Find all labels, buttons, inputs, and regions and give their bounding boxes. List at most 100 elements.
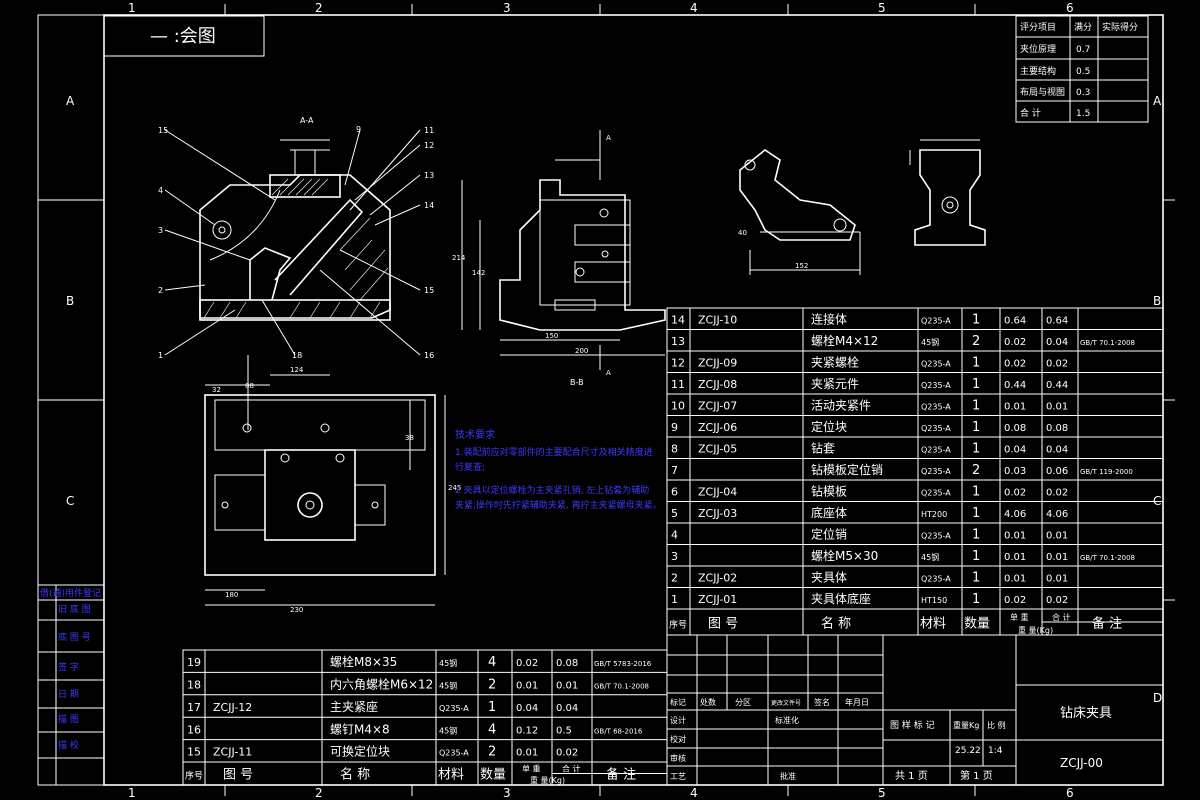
section-a-label: A-A [300, 116, 314, 125]
bom-cell-no: 9 [671, 421, 678, 434]
zone-row-b: B [66, 294, 74, 308]
bom-cell-unit: 0.02 [1004, 595, 1026, 606]
bom-header-code: 图 号 [708, 617, 738, 632]
bom-cell-mat: HT150 [921, 596, 947, 605]
bom-cell-code: ZCJJ-04 [698, 485, 737, 498]
scoring-full: 0.7 [1076, 45, 1090, 55]
bom-cell-no: 18 [187, 679, 201, 692]
bom-cell-qty: 1 [972, 441, 980, 456]
bom-cell-name: 底座体 [811, 505, 847, 520]
approve-label: 批准 [780, 771, 796, 781]
svg-text:A: A [606, 134, 611, 142]
bom-cell-name: 钻套 [811, 440, 835, 455]
bom-cell-name: 定位销 [811, 526, 847, 541]
bom-cell-qty: 1 [972, 570, 980, 585]
bom-cell-no: 11 [671, 378, 685, 391]
zone-col-6: 6 [1066, 1, 1074, 15]
bom-cell-qty: 1 [972, 484, 980, 499]
bom-cell-total: 0.02 [1046, 358, 1068, 369]
bom-cell-code: ZCJJ-03 [698, 507, 737, 520]
bom-cell-mat: 45钢 [921, 552, 939, 562]
bom-cell-total: 0.08 [556, 658, 578, 669]
bom-cell-no: 6 [671, 485, 678, 498]
bom-cell-no: 16 [187, 723, 201, 736]
bom-cell-no: 4 [671, 528, 678, 541]
zone-row-a-right: A [1153, 94, 1162, 108]
bom-cell-no: 1 [671, 593, 678, 606]
bom-cell-code: ZCJJ-08 [698, 378, 737, 391]
bom-header-qty: 数量 [964, 617, 990, 632]
bom-cell-name: 螺栓M5×30 [811, 548, 878, 563]
zone-row-b-right: B [1153, 294, 1161, 308]
bom-cell-name: 夹具体 [811, 570, 847, 584]
zone-col-5: 5 [878, 1, 886, 15]
bom-cell-unit: 0.01 [1004, 401, 1026, 412]
svg-text:14: 14 [424, 201, 434, 210]
scoring-full: 0.5 [1076, 67, 1090, 77]
bom-cell-mat: Q235-A [921, 359, 951, 368]
scoring-header-item: 评分项目 [1020, 22, 1056, 33]
rev-header: 签名 [814, 697, 830, 707]
bom-cell-name: 夹具体底座 [811, 591, 871, 606]
svg-text:15: 15 [158, 126, 168, 135]
scoring-table: 评分项目 满分 实际得分 夹位原理 0.7 主要结构 0.5 布局与视图 0.3… [1015, 15, 1149, 123]
strip-label: 旧 底 图 [58, 603, 91, 615]
strip-label: 描 图 [58, 713, 79, 725]
weight-label: 重量Kg [953, 720, 979, 730]
bom-cell-total: 0.04 [556, 703, 578, 714]
svg-text:16: 16 [424, 351, 434, 360]
bom-cell-mat: Q235-A [921, 467, 951, 476]
svg-text:150: 150 [545, 332, 558, 340]
bom-cell-note: GB/T 70.1-2008 [1080, 339, 1135, 347]
zone-col-5-bottom: 5 [878, 786, 886, 800]
bom-cell-code: ZCJJ-06 [698, 421, 737, 434]
bom-cell-qty: 1 [972, 592, 980, 607]
bom-cell-total: 0.02 [556, 748, 578, 759]
bom-cell-no: 14 [671, 313, 685, 326]
bom-header-no: 序号 [669, 619, 687, 631]
bom-cell-total: 0.06 [1046, 466, 1068, 477]
svg-text:38: 38 [405, 434, 414, 442]
svg-text:88: 88 [245, 382, 254, 390]
bom-cell-total: 0.04 [1046, 337, 1068, 348]
bom-cell-qty: 2 [488, 745, 496, 760]
svg-text:32: 32 [212, 386, 221, 394]
drawing-number: ZCJJ-00 [1060, 756, 1103, 770]
scoring-item: 夹位原理 [1020, 43, 1056, 55]
role-label: 设计 [670, 715, 686, 725]
zone-row-a: A [66, 94, 75, 108]
bom-cell-total: 0.5 [556, 725, 572, 736]
bom-cell-name: 内六角螺栓M6×12 [330, 677, 433, 692]
svg-text:11: 11 [424, 126, 434, 135]
bom-cell-unit: 0.01 [1004, 552, 1026, 563]
bom-cell-qty: 2 [972, 463, 980, 478]
svg-text:214: 214 [452, 254, 466, 262]
svg-text:124: 124 [290, 366, 304, 374]
svg-text:152: 152 [795, 262, 808, 270]
tech-req-heading: 技术要求 [455, 428, 495, 441]
scoring-full: 0.3 [1076, 88, 1090, 98]
bom-cell-mat: Q235-A [921, 424, 951, 433]
title-label-box [103, 15, 265, 57]
bom-cell-code: ZCJJ-01 [698, 593, 737, 606]
zone-col-3: 3 [503, 1, 511, 15]
side-view: 214 142 150 200 A A B-B [452, 130, 666, 387]
zone-col-4-bottom: 4 [690, 786, 698, 800]
bom-cell-name: 连接体 [811, 311, 847, 326]
bom-cell-total: 0.01 [556, 681, 578, 692]
role-label: 审核 [670, 753, 686, 763]
bom-cell-mat: Q235-A [921, 381, 951, 390]
drawing-name: 钻床夹具 [1060, 706, 1112, 721]
bom-header-weight: 重 量(Kg) [530, 775, 565, 785]
bom-cell-mat: Q235-A [921, 445, 951, 454]
bom-cell-qty: 1 [972, 506, 980, 521]
bom-cell-code: ZCJJ-09 [698, 356, 737, 369]
part-front-view [909, 139, 986, 246]
bom-cell-total: 0.64 [1046, 315, 1068, 326]
bom-cell-name: 定位块 [811, 419, 847, 434]
zone-col-1: 1 [128, 1, 136, 15]
left-strip: 借(通)用件登记 旧 底 图 底 图 号 签 字 日 期 描 图 描 校 [37, 584, 105, 786]
tech-req-line: 2.夹具以定位螺栓为主夹紧孔销, 左上钻套为辅助 [455, 484, 649, 496]
role-label: 校对 [670, 734, 686, 744]
